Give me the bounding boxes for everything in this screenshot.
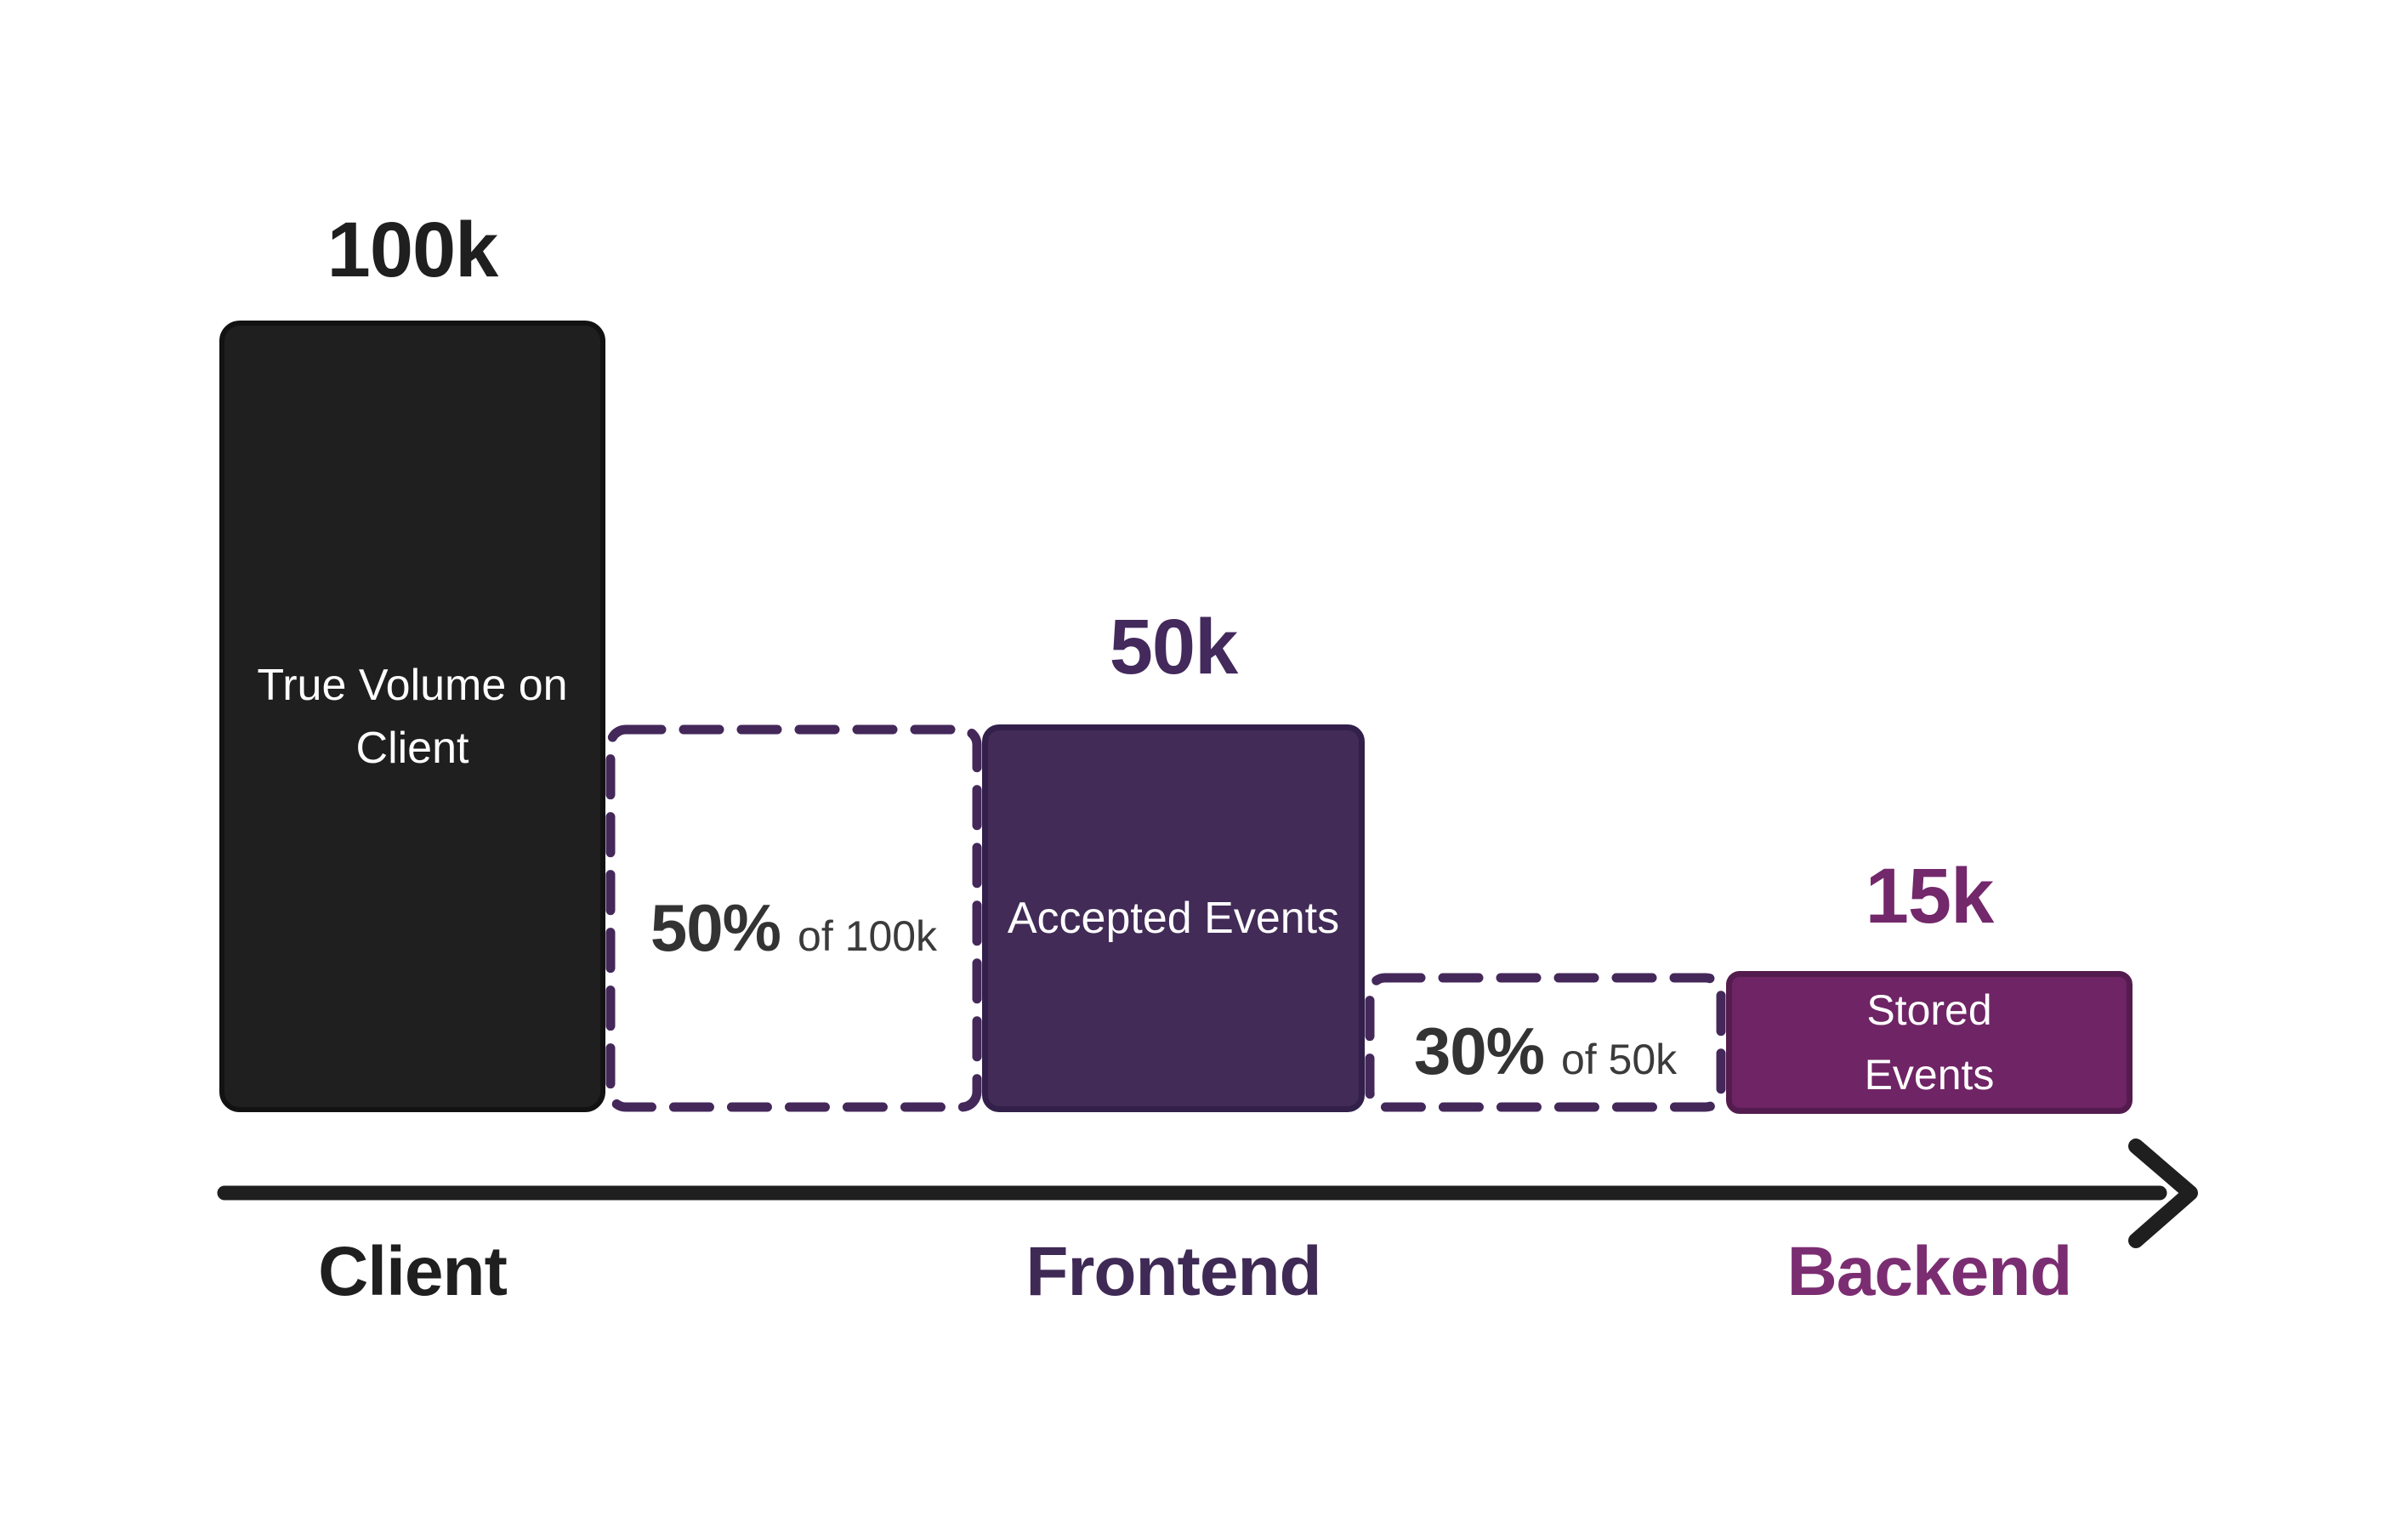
client-to-frontend-drop-label: 50% of 100k [605, 889, 982, 967]
drop1-percent: 50% [650, 890, 781, 965]
backend-bar-label-line1: Stored [1866, 986, 1992, 1034]
drop2-of-total: of 50k [1560, 1036, 1678, 1083]
axis-label-client: Client [318, 1233, 508, 1310]
axis-label-backend: Backend [1786, 1233, 2073, 1310]
client-bar-label-line2: Client [355, 723, 469, 773]
frontend-bar-label: Accepted Events [1007, 894, 1340, 943]
frontend-accepted-bar: Accepted Events [982, 724, 1365, 1112]
client-bar-label-line1: True Volume on [257, 660, 568, 710]
backend-bar-label-line2: Events [1864, 1051, 1995, 1099]
drop1-of-total: of 100k [798, 912, 938, 960]
client-volume-bar: True Volume on Client [219, 321, 605, 1112]
client-value-label: 100k [327, 207, 499, 293]
frontend-to-backend-drop-label: 30% of 50k [1365, 1013, 1726, 1090]
backend-stored-bar: Stored Events [1726, 971, 2133, 1114]
drop2-percent: 30% [1413, 1014, 1545, 1088]
frontend-value-label: 50k [1109, 604, 1239, 690]
axis-label-frontend: Frontend [1025, 1233, 1321, 1310]
flow-arrow [217, 1139, 2198, 1248]
backend-value-label: 15k [1865, 853, 1995, 940]
